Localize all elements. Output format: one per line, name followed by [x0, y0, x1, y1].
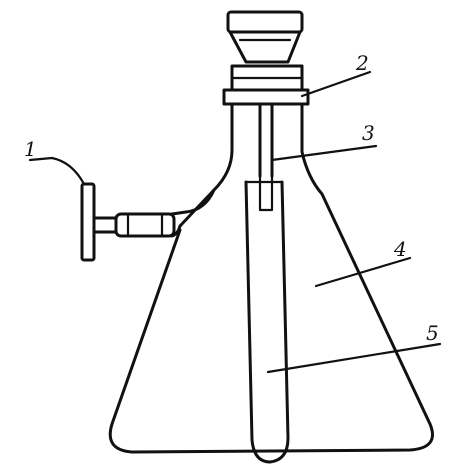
stopper-band	[222, 88, 310, 106]
test-tube	[244, 180, 290, 464]
leader-3	[270, 144, 378, 162]
callout-2: 2	[355, 51, 369, 75]
flask-body	[108, 102, 434, 454]
leader-4	[314, 256, 412, 288]
leader-1	[28, 156, 86, 186]
rubber-tubing	[114, 212, 176, 238]
delivery-tube-tip	[258, 174, 274, 212]
callout-3: 3	[362, 121, 375, 145]
leader-lines	[28, 70, 442, 374]
funnel-cone	[228, 30, 302, 64]
test-tube-outline	[244, 180, 290, 464]
side-arm-top	[170, 188, 216, 216]
callout-4: 4	[393, 237, 407, 261]
callout-5: 5	[426, 321, 439, 345]
flask-neck-left	[178, 102, 234, 228]
funnel-rim	[226, 10, 304, 34]
rubber-stopper	[222, 64, 310, 106]
delivery-tube	[258, 102, 274, 212]
callout-1: 1	[24, 137, 37, 161]
t-piece-stem	[80, 182, 96, 262]
leader-5	[266, 342, 442, 374]
side-arm	[80, 182, 216, 262]
funnel	[226, 10, 304, 64]
leader-2	[300, 70, 372, 98]
